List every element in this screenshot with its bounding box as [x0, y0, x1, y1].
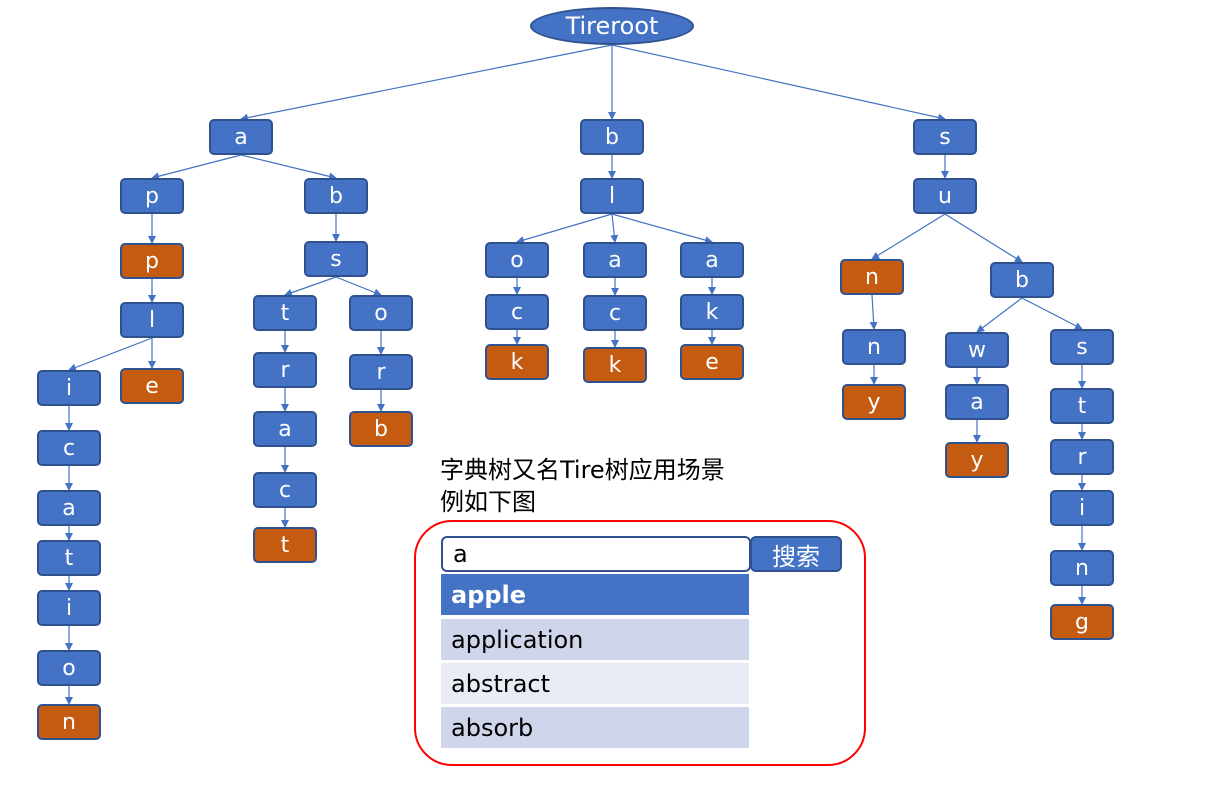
- trie-node-t4: t: [1050, 388, 1114, 424]
- trie-edge-l2-a4: [610, 213, 619, 243]
- trie-edge-u1-n2: [871, 213, 946, 260]
- trie-node-o3: o: [485, 242, 549, 278]
- caption: 字典树又名Tire树应用场景 例如下图: [440, 454, 800, 518]
- trie-node-e2: e: [680, 344, 744, 380]
- trie-node-c1: c: [37, 430, 101, 466]
- trie-node-k1: k: [485, 344, 549, 380]
- trie-edge-b4-w1: [976, 297, 1023, 333]
- trie-node-n4: n: [1050, 550, 1114, 586]
- suggestion-item-apple[interactable]: apple: [441, 574, 749, 615]
- trie-node-b4: b: [990, 262, 1054, 298]
- trie-edge-l1-i1: [68, 337, 153, 372]
- trie-node-n3: n: [842, 329, 906, 365]
- trie-node-r3: r: [1050, 439, 1114, 475]
- trie-node-c2: c: [253, 472, 317, 508]
- trie-edge-s1-o2: [335, 276, 382, 297]
- trie-edge-l2-o3: [516, 213, 613, 244]
- trie-node-w1: w: [945, 332, 1009, 368]
- trie-node-c3: c: [485, 294, 549, 330]
- trie-edge-a1-p1: [151, 154, 242, 181]
- trie-node-i1: i: [37, 370, 101, 406]
- trie-node-o1: o: [37, 650, 101, 686]
- trie-node-p2: p: [120, 243, 184, 279]
- trie-node-o2: o: [349, 295, 413, 331]
- search-input[interactable]: a: [441, 536, 751, 572]
- trie-node-c4: c: [583, 295, 647, 331]
- trie-node-s3: s: [1050, 329, 1114, 365]
- search-button[interactable]: 搜索: [750, 536, 842, 572]
- trie-node-k2: k: [583, 347, 647, 383]
- trie-edge-u1-b4: [944, 213, 1023, 263]
- trie-node-s2: s: [913, 119, 977, 155]
- trie-node-g1: g: [1050, 604, 1114, 640]
- trie-node-p1: p: [120, 178, 184, 214]
- trie-node-t3: t: [253, 527, 317, 563]
- trie-edge-l2-a5: [611, 213, 713, 244]
- trie-node-b3: b: [580, 119, 644, 155]
- trie-node-b2: b: [349, 411, 413, 447]
- trie-edge-s1-t2: [284, 276, 337, 297]
- trie-edge-a1-b1: [240, 154, 337, 181]
- trie-node-l1: l: [120, 302, 184, 338]
- trie-edge-root-s2: [611, 44, 946, 122]
- trie-node-i2: i: [37, 590, 101, 626]
- suggestion-item-application[interactable]: application: [441, 619, 749, 660]
- trie-node-y1: y: [842, 384, 906, 420]
- trie-node-r2: r: [349, 354, 413, 390]
- trie-node-t2: t: [253, 295, 317, 331]
- trie-node-s1: s: [304, 241, 368, 277]
- trie-node-n1: n: [37, 704, 101, 740]
- trie-node-k3: k: [680, 294, 744, 330]
- trie-node-a2: a: [37, 490, 101, 526]
- trie-edge-n2-n3: [869, 294, 878, 330]
- trie-node-a4: a: [583, 242, 647, 278]
- trie-edge-root-a1: [240, 44, 613, 122]
- trie-node-a5: a: [680, 242, 744, 278]
- trie-node-a1: a: [209, 119, 273, 155]
- trie-node-e1: e: [120, 368, 184, 404]
- suggestion-item-abstract[interactable]: abstract: [441, 663, 749, 704]
- suggestion-item-absorb[interactable]: absorb: [441, 707, 749, 748]
- caption-line-1: 字典树又名Tire树应用场景: [440, 456, 725, 484]
- autocomplete-demo-frame: [414, 520, 866, 766]
- trie-node-u1: u: [913, 178, 977, 214]
- trie-root-node: Tireroot: [530, 7, 694, 45]
- trie-node-y2: y: [945, 442, 1009, 478]
- trie-node-t1: t: [37, 540, 101, 576]
- trie-node-l2: l: [580, 178, 644, 214]
- trie-edge-b4-s3: [1021, 297, 1083, 330]
- trie-node-r1: r: [253, 352, 317, 388]
- trie-node-i3: i: [1050, 490, 1114, 526]
- trie-node-n2: n: [840, 259, 904, 295]
- caption-line-2: 例如下图: [440, 488, 536, 516]
- trie-node-a6: a: [945, 384, 1009, 420]
- trie-node-b1: b: [304, 178, 368, 214]
- trie-node-a3: a: [253, 411, 317, 447]
